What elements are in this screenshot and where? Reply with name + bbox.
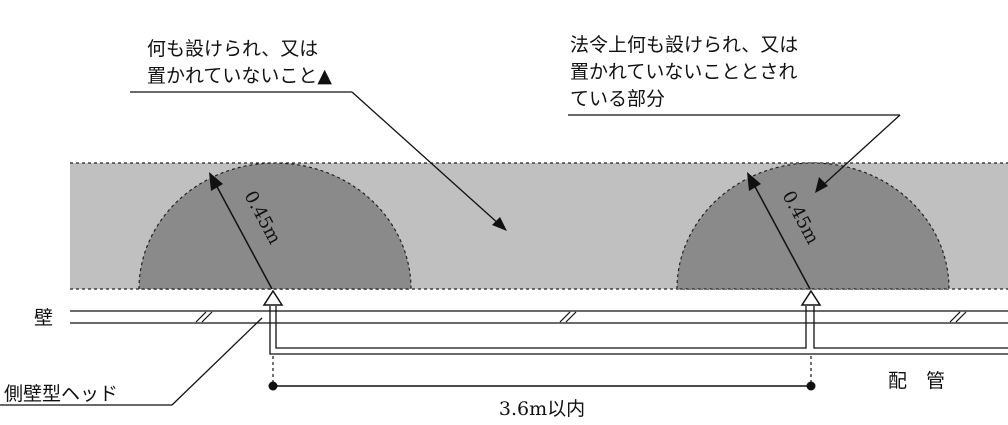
legal-zone-right [676, 162, 950, 290]
piping [269, 306, 1008, 355]
sprinkler-head-left [262, 289, 284, 306]
wall [70, 310, 1008, 324]
radius-arrow-left [209, 172, 273, 290]
free-zone-label-line1: 何も設けられ、又は [147, 38, 318, 60]
head-label: 側壁型ヘッド [4, 383, 118, 405]
spacing-dimension [268, 356, 816, 391]
spacing-label: 3.6m以内 [499, 398, 585, 420]
legal-zone-label-line1: 法令上何も設けられ、又は [570, 34, 798, 56]
legal-zone-leader [568, 114, 901, 193]
legal-zone-label-line3: ている部分 [570, 88, 665, 110]
piping-label: 配 管 [888, 370, 945, 392]
free-zone-leader [130, 91, 507, 231]
free-zone-label-line2: 置かれていないこと▲ [147, 65, 332, 87]
legal-zone-left [138, 162, 412, 290]
radius-arrow-right [747, 172, 811, 290]
legal-zone-label-line2: 置かれていないこととされ [570, 61, 797, 83]
wall-label: 壁 [34, 307, 53, 329]
sprinkler-head-right [800, 289, 822, 306]
head-leader [0, 317, 263, 406]
